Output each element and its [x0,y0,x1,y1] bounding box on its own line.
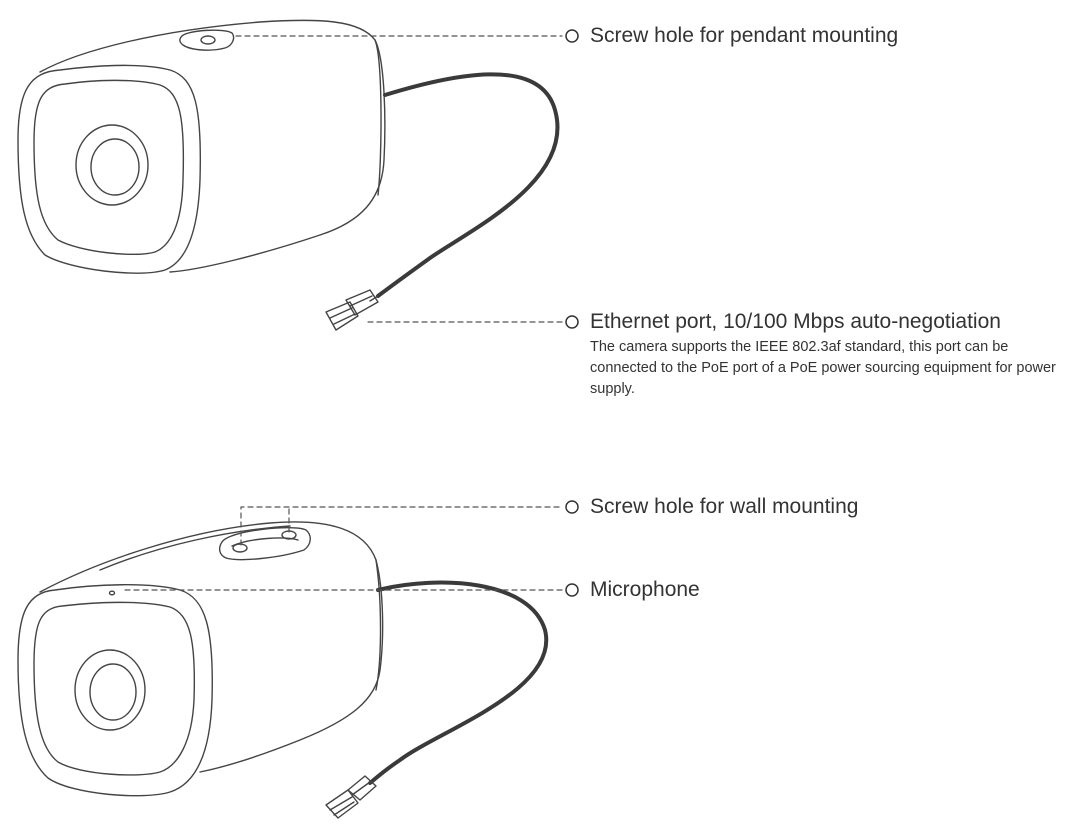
ethernet-description: The camera supports the IEEE 802.3af sta… [590,339,1056,397]
wall-screw-hole-left [232,543,248,553]
marker-ethernet [565,315,579,329]
leader-wall [240,506,563,546]
camera-bottom-cable [368,580,549,785]
microphone-hole [108,590,116,596]
camera-top-body [39,19,386,273]
label-wall-hole: Screw hole for wall mounting [590,495,859,518]
camera-bottom-front-inner [33,601,196,776]
camera-bottom-lens-outer [74,649,146,731]
camera-top-front-inner [33,79,185,256]
label-microphone: Microphone [590,578,700,601]
pendant-screw-hole [200,35,216,45]
wall-screw-plate [218,526,311,561]
marker-microphone [565,583,579,597]
leader-lines [124,35,563,591]
camera-top-front-outer [17,64,202,274]
ethernet-connector-top [325,289,379,331]
camera-top-view [17,19,560,331]
camera-bottom-lens-inner [89,663,137,721]
camera-top-cable [376,72,560,298]
camera-bottom-body [39,521,384,773]
pendant-screw-plate [179,29,235,51]
marker-wall [565,500,579,514]
camera-bottom-view [17,521,549,819]
camera-top-lens-inner [90,138,140,196]
callout-markers [565,29,579,597]
marker-pendant [565,29,579,43]
camera-top-lens-outer [75,124,149,206]
label-pendant-hole: Screw hole for pendant mounting [590,24,899,47]
ethernet-connector-bottom [325,775,377,819]
label-ethernet-port: Ethernet port, 10/100 Mbps auto-negotiat… [590,310,1001,333]
